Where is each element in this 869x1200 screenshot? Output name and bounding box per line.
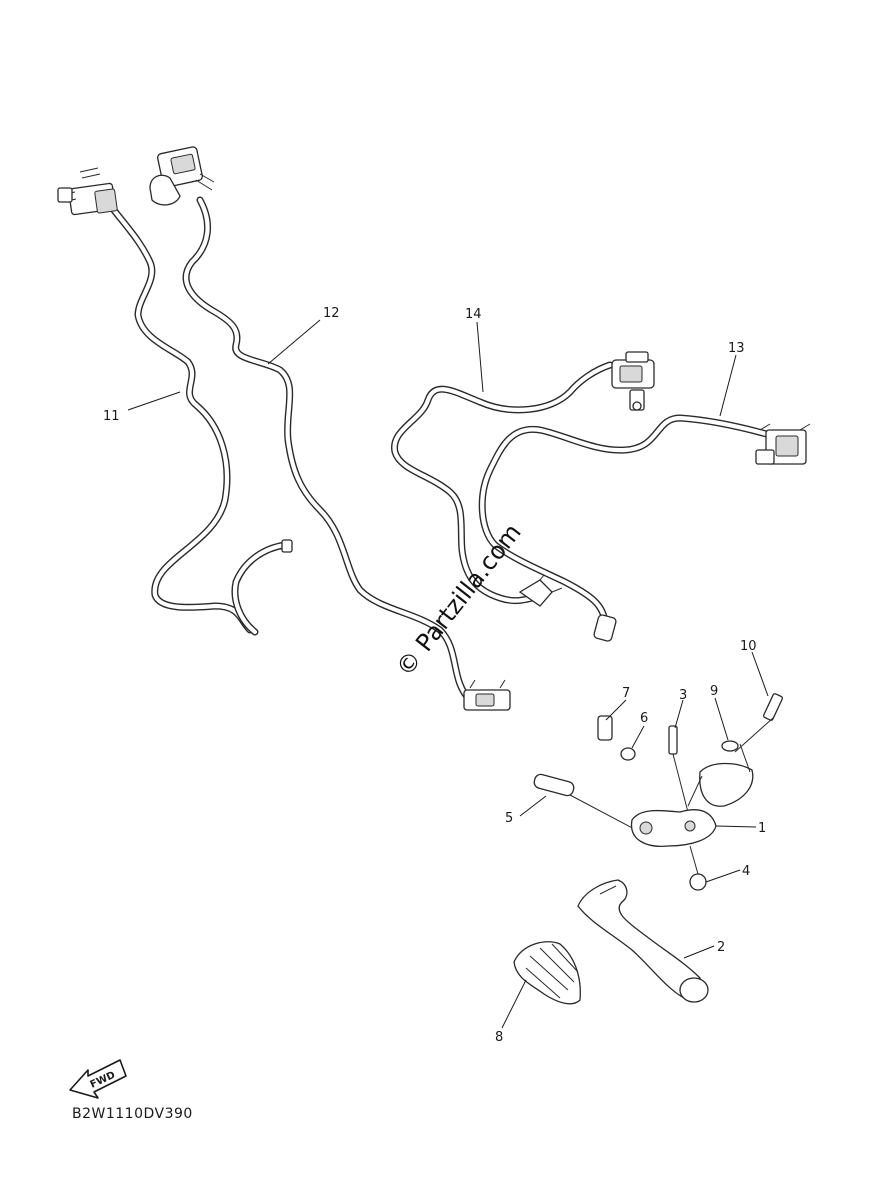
- harness-14: [391, 351, 655, 607]
- callout-6: 6: [640, 711, 648, 726]
- callout-12: 12: [323, 306, 340, 321]
- connector-11-end: [281, 539, 293, 553]
- lever-assembly: [513, 693, 784, 1005]
- harness-12: [149, 146, 511, 711]
- callout-11: 11: [103, 409, 120, 424]
- callout-3: 3: [679, 688, 687, 703]
- connector-12-top: [149, 146, 215, 206]
- part-5-rod: [533, 773, 641, 833]
- part-8-cover: [513, 941, 581, 1005]
- callout-8: 8: [495, 1030, 503, 1045]
- callout-1: 1: [758, 821, 766, 836]
- part-6-nut: [620, 747, 636, 761]
- callout-5: 5: [505, 811, 513, 826]
- fwd-arrow: FWD: [69, 1059, 127, 1099]
- diagram-code: B2W1110DV390: [72, 1106, 193, 1122]
- callout-4: 4: [742, 864, 750, 879]
- part-3-pin: [668, 725, 691, 821]
- connector-14-top: [611, 351, 655, 411]
- leader-lines: [127, 319, 769, 1029]
- part-9-washer: [721, 740, 739, 752]
- callout-13: 13: [728, 341, 745, 356]
- part-7-bolt: [597, 715, 613, 741]
- fwd-arrow-icon: [69, 1059, 127, 1099]
- callout-14: 14: [465, 307, 482, 322]
- connector-13-end: [593, 614, 617, 642]
- callout-numbers: 1 2 3 4 5 6 7 8 9 10 11 12 13 14: [103, 306, 766, 1045]
- connector-13-top: [755, 423, 811, 465]
- callout-2: 2: [717, 940, 725, 955]
- connector-12-bottom: [463, 679, 511, 711]
- harness-11: [57, 167, 293, 636]
- callout-10: 10: [740, 639, 757, 654]
- part-2-lever: [577, 879, 709, 1003]
- connector-11-top: [57, 167, 118, 216]
- part-4-nut: [689, 873, 707, 891]
- callout-9: 9: [710, 684, 718, 699]
- harness-13: [478, 414, 811, 642]
- callout-7: 7: [622, 686, 630, 701]
- part-1-bracket: [631, 743, 754, 848]
- part-10-bolt: [734, 693, 784, 753]
